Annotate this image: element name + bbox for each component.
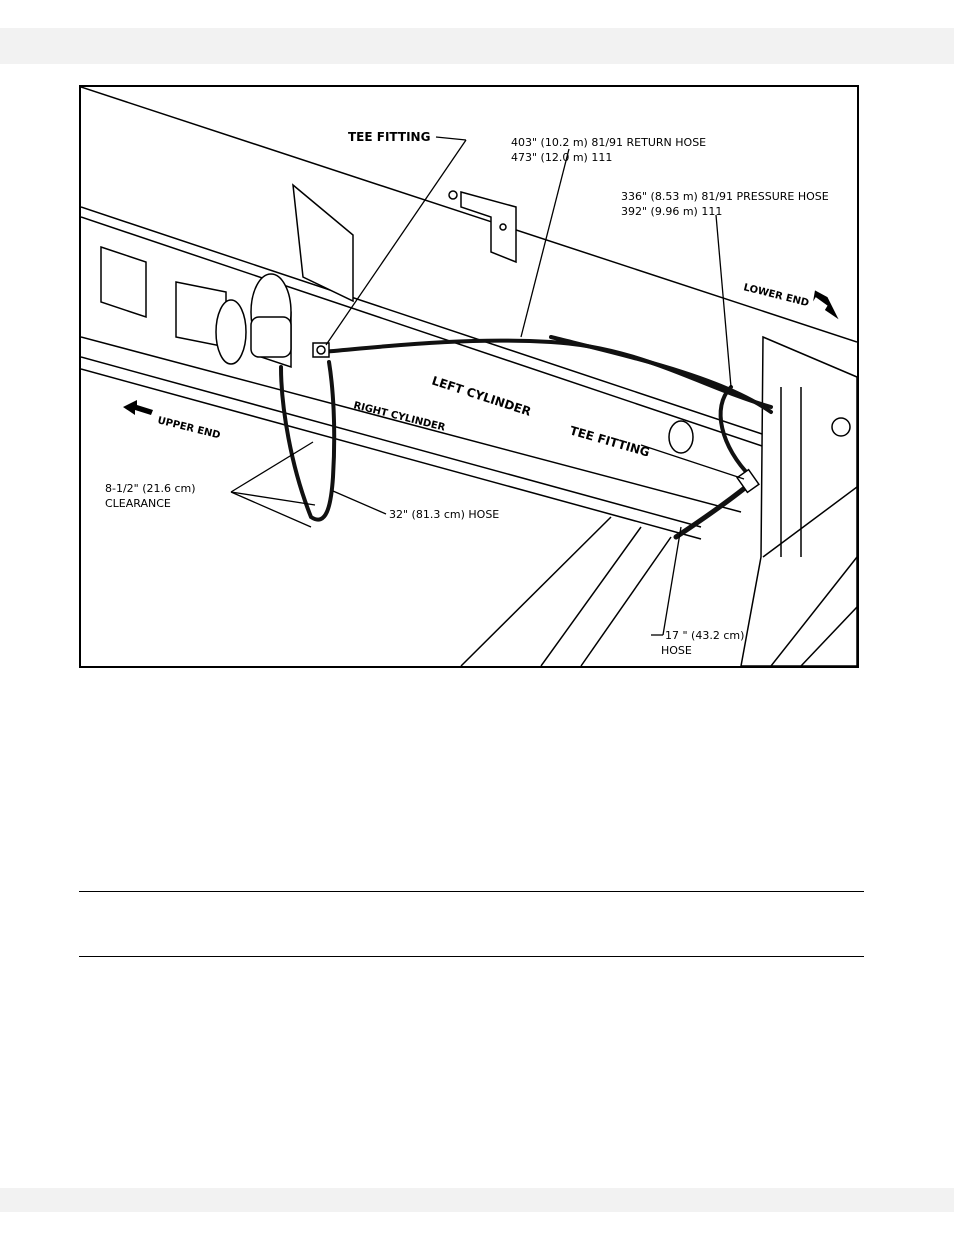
footer-band	[0, 1188, 954, 1212]
tee-fitting-shapes	[312, 342, 760, 494]
return-hose-label-2: 473" (12.0 m) 111	[511, 151, 612, 164]
hydraulic-hose-diagram: TEE FITTING 403" (10.2 m) 81/91 RETURN H…	[79, 85, 859, 668]
pressure-hose-label-1: 336" (8.53 m) 81/91 PRESSURE HOSE	[621, 190, 829, 203]
right-cylinder-label: RIGHT CYLINDER	[352, 400, 446, 434]
return-hose-label-1: 403" (10.2 m) 81/91 RETURN HOSE	[511, 136, 706, 149]
lower-end-frame	[740, 335, 857, 666]
left-cylinder-label: LEFT CYLINDER	[430, 374, 533, 419]
leader-lines	[230, 136, 745, 636]
clearance-label-2: CLEARANCE	[105, 497, 171, 510]
lower-end-arrow	[813, 290, 839, 320]
divider-rule-top	[79, 891, 864, 892]
clearance-label-1: 8-1/2" (21.6 cm)	[105, 482, 196, 495]
hoses	[279, 335, 773, 540]
cylinders	[215, 273, 694, 454]
upper-end-arrow	[123, 400, 153, 415]
auger-tube-outline	[81, 87, 857, 666]
lower-end-label: LOWER END	[742, 282, 810, 309]
hose-32-label: 32" (81.3 cm) HOSE	[389, 508, 499, 521]
divider-rule-bottom	[79, 956, 864, 957]
mounting-brackets	[100, 183, 517, 369]
header-band	[0, 28, 954, 64]
upper-end-label: UPPER END	[156, 415, 221, 441]
hose-17-label-1: 17 " (43.2 cm)	[665, 629, 744, 642]
tee-fitting-top-label: TEE FITTING	[348, 130, 430, 144]
pressure-hose-label-2: 392" (9.96 m) 111	[621, 205, 722, 218]
direction-arrows	[123, 290, 839, 415]
tee-fitting-mid-label: TEE FITTING	[568, 423, 651, 459]
hose-17-label-2: HOSE	[661, 644, 692, 657]
